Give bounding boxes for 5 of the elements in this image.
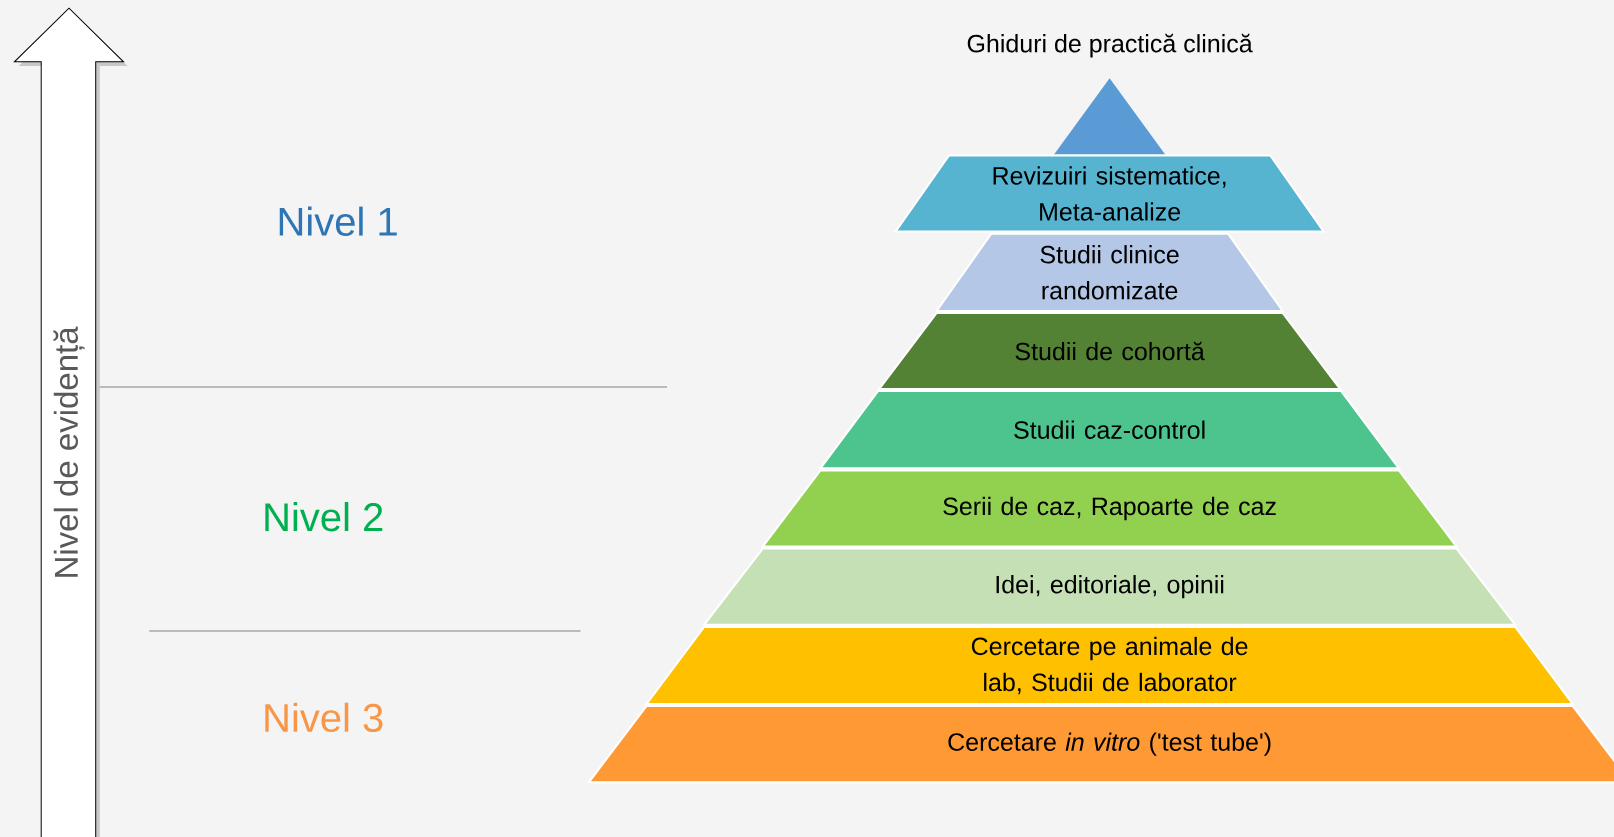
level-label: Nivel 1 — [279, 206, 397, 236]
level-label: Nivel 3 — [265, 702, 383, 733]
pyramid-apex: Ghiduri de practică clinică — [967, 33, 1253, 155]
node-label: Ghiduri de practică clinică — [967, 33, 1253, 58]
level-label: Nivel 2 — [265, 502, 383, 532]
